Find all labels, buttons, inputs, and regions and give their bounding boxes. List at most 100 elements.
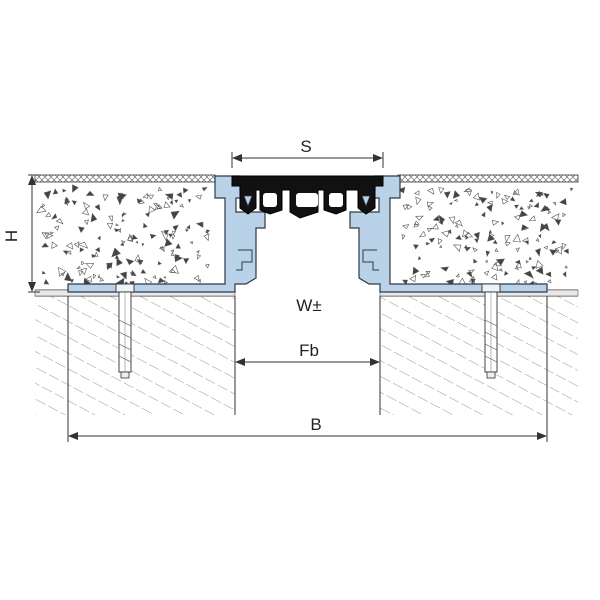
concrete-speckle [417, 256, 422, 261]
rubber-insert [231, 175, 384, 219]
concrete-speckle [71, 200, 77, 206]
concrete-speckle [120, 240, 126, 244]
concrete-speckle [549, 249, 557, 256]
concrete-speckle [203, 233, 210, 242]
concrete-speckle [514, 204, 519, 209]
concrete-speckle [52, 188, 59, 195]
concrete-speckle [176, 192, 183, 198]
concrete-speckle [157, 277, 166, 284]
concrete-speckle [432, 215, 440, 222]
anchor-bolt-icon [115, 283, 135, 379]
concrete-speckle [170, 233, 176, 240]
concrete-speckle [527, 206, 531, 210]
concrete-speckle [402, 224, 410, 230]
concrete-speckle [402, 279, 408, 286]
concrete-speckle [144, 212, 150, 218]
concrete-speckle [125, 258, 135, 266]
dimension-h [28, 174, 40, 293]
concrete-speckle [535, 248, 541, 257]
concrete-speckle [420, 274, 426, 279]
concrete-speckle [494, 247, 499, 252]
concrete-speckle [441, 229, 451, 238]
concrete-speckle [547, 279, 552, 284]
concrete-speckle [550, 213, 560, 221]
concrete-speckle [536, 190, 542, 197]
substrate-right [379, 295, 578, 415]
concrete-speckle [455, 223, 459, 228]
concrete-speckle [140, 269, 147, 274]
concrete-speckle [472, 192, 480, 201]
concrete-speckle [64, 272, 73, 282]
concrete-speckle [97, 274, 101, 279]
concrete-speckle [413, 244, 419, 250]
concrete-speckle [196, 249, 200, 254]
concrete-speckle [163, 276, 167, 279]
concrete-speckle [554, 246, 562, 255]
concrete-speckle [153, 203, 158, 207]
concrete-speckle [126, 234, 134, 242]
concrete-speckle [111, 247, 121, 258]
dimension-h-label: H [2, 230, 21, 242]
concrete-speckle [108, 215, 114, 223]
concrete-speckle [81, 260, 85, 266]
concrete-speckle [425, 272, 431, 278]
concrete-speckle [157, 186, 163, 192]
concrete-speckle [543, 192, 550, 199]
concrete-speckle [163, 201, 171, 209]
concrete-speckle [170, 249, 175, 253]
dimension-fb-label: Fb [299, 341, 319, 360]
concrete-speckle [166, 196, 171, 201]
concrete-speckle [205, 229, 211, 233]
concrete-speckle [164, 279, 169, 284]
concrete-speckle [543, 206, 549, 211]
concrete-speckle [544, 271, 552, 278]
concrete-speckle [187, 199, 192, 204]
concrete-speckle [463, 187, 472, 192]
concrete-speckle [193, 274, 200, 282]
concrete-speckle [453, 198, 458, 202]
concrete-speckle [498, 268, 503, 272]
concrete-speckle [427, 204, 433, 211]
concrete-speckle [43, 278, 50, 285]
concrete-speckle [85, 190, 95, 196]
concrete-speckle [186, 224, 191, 229]
concrete-speckle [521, 224, 528, 232]
concrete-speckle [529, 203, 533, 208]
concrete-speckle [147, 194, 155, 200]
concrete-speckle [159, 245, 164, 251]
concrete-speckle [106, 264, 112, 270]
concrete-speckle [135, 240, 139, 244]
concrete-speckle [65, 196, 69, 202]
concrete-speckle [152, 274, 157, 280]
concrete-speckle [195, 221, 204, 228]
concrete-speckle [401, 233, 406, 240]
concrete-speckle [481, 211, 486, 218]
concrete-speckle [473, 258, 478, 264]
concrete-speckle [170, 251, 174, 256]
concrete-speckle [432, 223, 439, 230]
concrete-speckle [503, 194, 511, 200]
concrete-speckle [65, 242, 74, 250]
concrete-speckle [564, 265, 568, 269]
concrete-speckle [172, 230, 177, 236]
concrete-speckle [513, 214, 522, 221]
concrete-speckle [76, 265, 81, 270]
dimension-fb [235, 358, 380, 366]
concrete-speckle [512, 190, 518, 195]
concrete-speckle [51, 213, 58, 220]
concrete-speckle [174, 254, 180, 261]
concrete-speckle [66, 250, 72, 255]
concrete-speckle [561, 242, 567, 250]
concrete-speckle [136, 198, 143, 204]
concrete-speckle [99, 277, 104, 282]
concrete-speckle [170, 268, 176, 273]
concrete-speckle [439, 244, 443, 248]
concrete-speckle [490, 190, 494, 195]
concrete-speckle [36, 205, 47, 214]
concrete-speckle [563, 248, 569, 255]
concrete-speckle [483, 270, 490, 276]
concrete-speckle [54, 225, 60, 231]
concrete-speckle [129, 271, 135, 276]
concrete-speckle [164, 193, 174, 201]
concrete-speckle [535, 237, 540, 242]
